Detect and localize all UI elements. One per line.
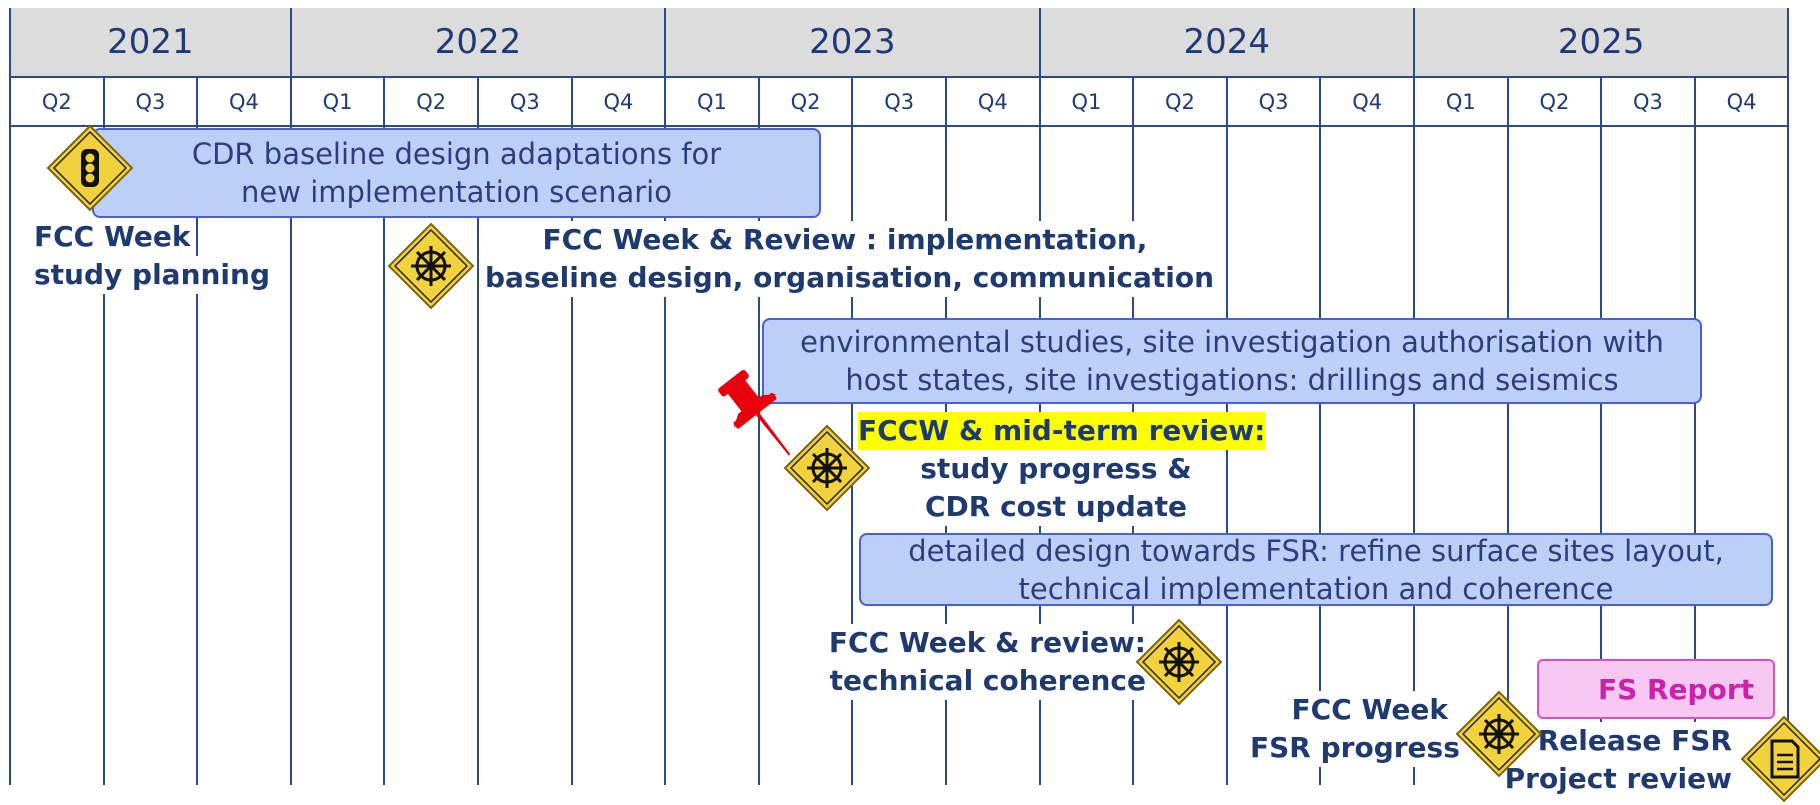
quarter-divider [1319,76,1322,785]
year-divider [1787,8,1790,785]
ship-wheel-icon [1135,618,1223,706]
traffic-light-icon [46,124,134,212]
detailed-design-line-1: detailed design towards FSR: refine surf… [908,533,1724,568]
quarter-divider [196,76,199,785]
quarter-label: Q1 [322,89,353,114]
quarter-label: Q3 [884,89,915,114]
year-label-2024: 2024 [1183,22,1271,62]
year-divider [9,8,11,785]
detailed-design-bar: detailed design towards FSR: refine surf… [859,533,1773,606]
quarter-divider [383,76,386,785]
quarter-divider [757,76,760,785]
year-divider [664,8,667,785]
quarter-divider [1600,76,1603,785]
quarter-label: Q4 [603,89,634,114]
year-label-2023: 2023 [809,22,896,62]
milestone-label-fsr-progress: FCC Week FSR progress [1250,691,1460,767]
quarter-label: Q3 [135,89,166,114]
milestone-label-midterm: FCCW & mid-term review: study progress &… [858,412,1266,526]
milestone-label-review-2024: FCC Week & review: technical coherence [816,624,1146,700]
quarter-label: Q4 [229,89,259,114]
cdr-adaptation-line-2: new implementation scenario [241,175,672,209]
year-header-band [10,8,1788,76]
pushpin-icon [718,369,791,456]
year-divider [289,8,292,785]
quarter-divider [851,76,854,785]
cdr-adaptation-line-1: CDR baseline design adaptations for [191,137,722,171]
quarter-label: Q2 [1539,89,1570,114]
document-icon [1740,715,1820,803]
quarter-label: Q2 [41,89,72,114]
grid-row-divider [10,76,1788,78]
environmental-studies-bar: environmental studies, site investigatio… [762,318,1702,404]
quarter-label: Q2 [790,89,821,114]
quarter-label: Q2 [416,89,447,114]
fs-report-bar: FS Report [1537,659,1775,719]
quarter-label: Q3 [1258,89,1289,114]
milestone-label-release-fsr: Release FSR Project review [1500,722,1732,798]
quarter-divider [570,76,573,785]
ship-wheel-icon [1455,690,1543,778]
quarter-divider [1693,76,1696,785]
quarter-divider [1506,76,1509,785]
ship-wheel-icon [783,424,871,512]
milestone-label-study-planning: FCC Week study planning [34,218,271,294]
quarter-label: Q3 [1633,89,1663,114]
quarter-label: Q1 [697,89,727,114]
environmental-studies-line-2: host states, site investigations: drilli… [845,363,1619,397]
detailed-design-line-2: technical implementation and coherence [1018,571,1614,606]
quarter-label: Q4 [977,89,1008,114]
year-label-2025: 2025 [1557,22,1645,62]
quarter-label: Q3 [509,89,540,114]
quarter-label: Q1 [1445,89,1476,114]
year-label-2021: 2021 [107,22,194,62]
year-label-2022: 2022 [434,22,522,62]
quarter-label: Q2 [1165,89,1195,114]
environmental-studies-line-1: environmental studies, site investigatio… [800,325,1664,359]
ship-wheel-icon [387,222,475,310]
grid-row-divider [10,125,1788,127]
quarter-divider [102,76,105,785]
quarter-label: Q1 [1071,89,1102,114]
quarter-divider [477,76,479,785]
milestone-label-review-2022: FCC Week & Review : implementation, base… [485,221,1214,297]
cdr-adaptation-bar: CDR baseline design adaptations for new … [92,128,821,218]
quarter-label: Q4 [1352,89,1383,114]
fs-report-label: FS Report [1597,672,1755,706]
quarter-label: Q4 [1726,89,1757,114]
